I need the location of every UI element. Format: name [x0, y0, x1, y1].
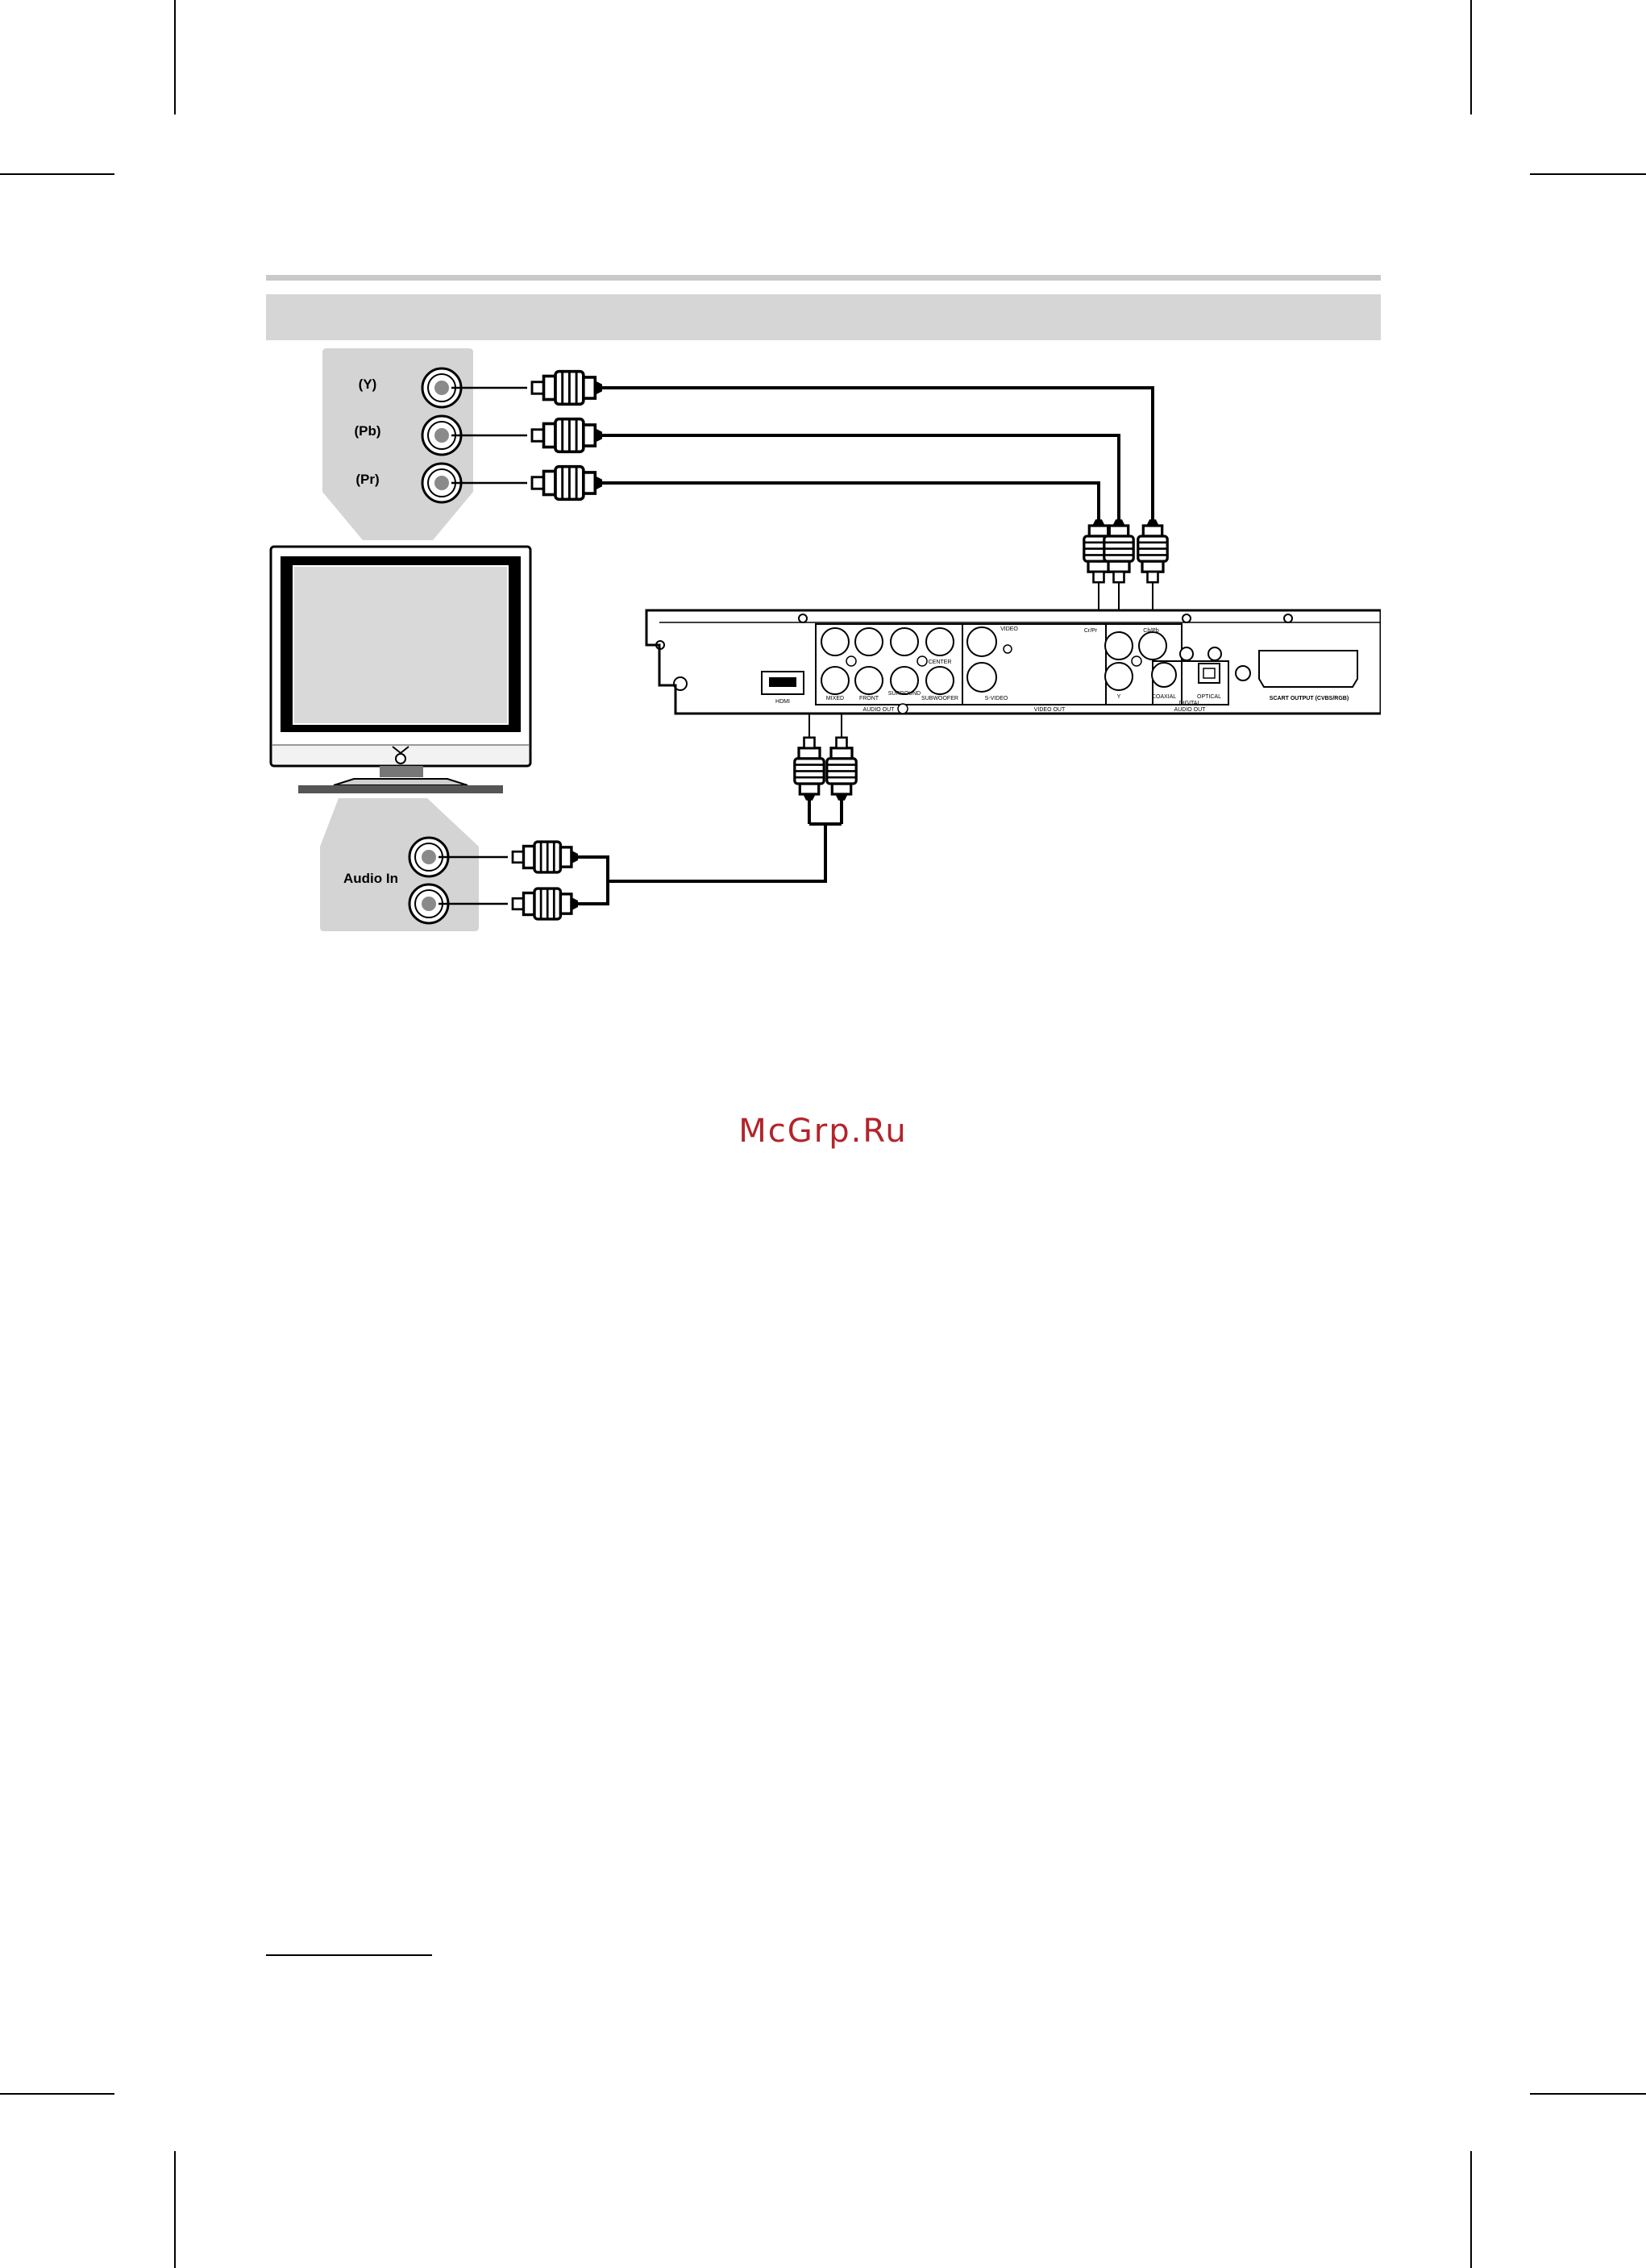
rca-plug-audio-left-icon — [513, 842, 578, 872]
audio-cable — [578, 794, 842, 904]
label-center: CENTER — [929, 660, 952, 665]
label-video-out: VIDEO OUT — [1034, 707, 1066, 713]
crop-mark — [1530, 173, 1646, 175]
connection-diagram: (Y) (Pb) (Pr) Audio In — [266, 347, 1381, 943]
rca-plug-audio-right-icon — [513, 888, 578, 919]
label-cr-pr: Cr/Pr — [1084, 628, 1098, 634]
label-audio-out: AUDIO OUT — [863, 707, 896, 713]
label-hdmi: HDMI — [775, 699, 790, 705]
footnote-rule — [266, 1954, 432, 1956]
television-icon — [271, 547, 530, 793]
header-rule — [266, 275, 1381, 281]
label-scart: SCART OUTPUT (CVBS/RGB) — [1270, 696, 1349, 701]
panel-label-pr: (Pr) — [355, 472, 379, 487]
label-video: VIDEO — [1000, 626, 1018, 632]
header-bar — [266, 294, 1381, 340]
label-coaxial: COAXIAL — [1152, 694, 1176, 700]
dvd-player-rear-panel: HDMI MIXED FRONT SURROUND SUBWOOFER CENT… — [646, 610, 1381, 714]
crop-mark — [0, 173, 114, 175]
crop-mark — [1530, 2093, 1646, 2095]
label-optical: OPTICAL — [1197, 694, 1221, 700]
panel-label-pb: (Pb) — [354, 423, 380, 439]
label-front: FRONT — [859, 696, 879, 701]
rca-plug-pb-icon — [532, 419, 602, 452]
label-digital-audio-out: AUDIO OUT — [1174, 707, 1207, 713]
rca-plug-pr-icon — [532, 467, 602, 500]
watermark: McGrp.Ru — [0, 1113, 1646, 1150]
label-surround: SURROUND — [888, 691, 921, 697]
component-cables — [596, 388, 1153, 526]
crop-mark — [174, 0, 176, 114]
rca-plug-pb-player-icon — [1104, 519, 1133, 582]
audio-input-panel — [320, 798, 479, 931]
rca-plug-audio-player-left-icon — [795, 738, 824, 801]
label-cb-pb: Cb/Pb — [1143, 628, 1159, 634]
label-y: Y — [1117, 694, 1121, 700]
crop-mark — [1470, 0, 1472, 114]
label-subwoofer: SUBWOOFER — [921, 696, 958, 701]
label-digital: DIGITAL — [1179, 701, 1201, 706]
audio-in-label: Audio In — [343, 871, 398, 886]
crop-mark — [174, 2151, 176, 2268]
rca-plug-y-icon — [532, 372, 602, 405]
label-s-video: S-VIDEO — [985, 696, 1008, 701]
panel-label-y: (Y) — [359, 377, 377, 392]
label-mixed: MIXED — [826, 696, 844, 701]
crop-mark — [0, 2093, 114, 2095]
rca-plug-y-player-icon — [1138, 519, 1167, 582]
crop-mark — [1470, 2151, 1472, 2268]
rca-plug-audio-player-right-icon — [827, 738, 856, 801]
